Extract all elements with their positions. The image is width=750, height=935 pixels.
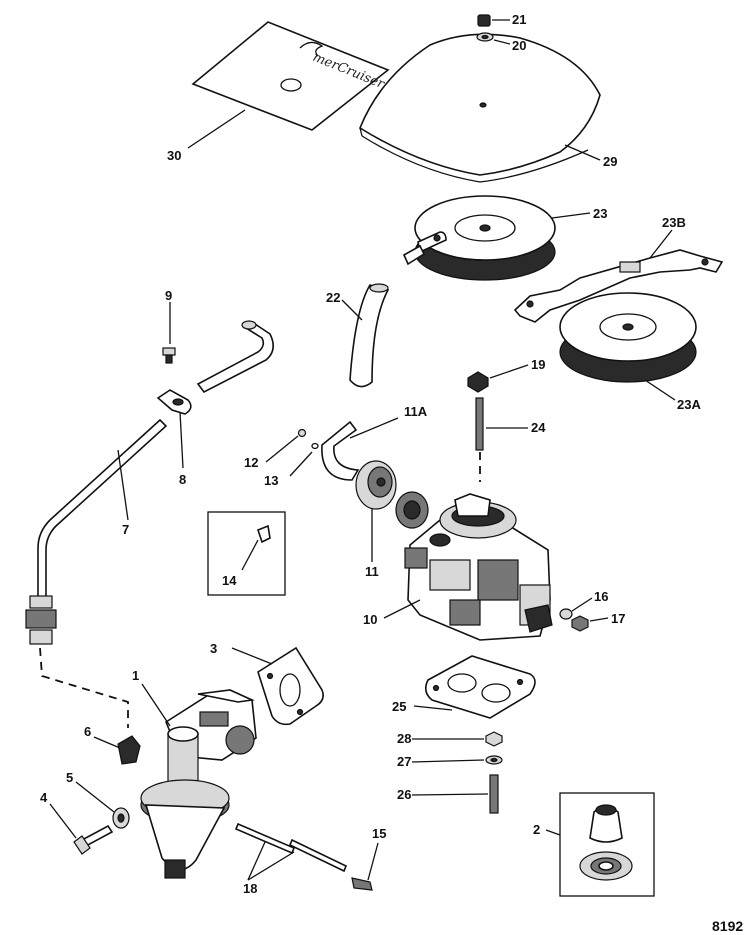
pump-gasket (257, 646, 324, 726)
fuel-line-clamp (156, 389, 192, 415)
callout-11: 11 (365, 564, 379, 579)
callout-8: 8 (179, 472, 186, 487)
fuel-inlet-fitting (117, 735, 141, 765)
pump-bolt (73, 824, 114, 855)
vent-hose (349, 283, 390, 388)
callout-18: 18 (243, 881, 257, 896)
callout-26: 26 (397, 787, 411, 802)
pushrods (234, 822, 348, 873)
callout-25: 25 (392, 699, 406, 714)
carburetor (395, 491, 553, 641)
callout-29: 29 (603, 154, 617, 169)
callout-30: 30 (167, 148, 181, 163)
callout-23b: 23B (662, 215, 686, 230)
callout-7: 7 (122, 522, 129, 537)
stud-nut (467, 371, 489, 393)
lockwasher (311, 442, 319, 450)
mounting-bracket (513, 249, 724, 323)
base-stud (489, 774, 499, 814)
screw (297, 428, 307, 438)
callout-19: 19 (531, 357, 545, 372)
callout-24: 24 (531, 420, 546, 435)
choke-housing (355, 460, 397, 510)
wing-nut (477, 14, 491, 27)
callout-14: 14 (222, 573, 237, 588)
callout-3: 3 (210, 641, 217, 656)
decal-sheet: merCruiser (191, 21, 390, 131)
fuel-line (25, 418, 168, 645)
air-cleaner-assembly-alt (559, 292, 697, 383)
air-cleaner-assembly (402, 195, 556, 281)
inset-box (207, 511, 286, 596)
callout-20: 20 (512, 38, 526, 53)
carburetor-stud (475, 397, 484, 451)
figure-number: 8192 (712, 918, 743, 934)
choke-bracket (321, 420, 360, 481)
callout-1: 1 (132, 668, 139, 683)
carburetor-gasket (424, 655, 536, 719)
callout-9: 9 (165, 288, 172, 303)
callout-11a: 11A (404, 404, 428, 419)
callout-22: 22 (326, 290, 340, 305)
throttle-nut (571, 615, 589, 632)
callout-28: 28 (397, 731, 411, 746)
callout-21: 21 (512, 12, 526, 27)
callout-23a: 23A (677, 397, 701, 412)
callout-4: 4 (40, 790, 48, 805)
callout-27: 27 (397, 754, 411, 769)
fuel-pump (140, 689, 257, 879)
clamp-screw (162, 347, 176, 364)
callout-6: 6 (84, 724, 91, 739)
callout-17: 17 (611, 611, 625, 626)
callout-12: 12 (244, 455, 258, 470)
base-nut (485, 731, 503, 747)
base-washer (485, 755, 503, 765)
vent-tube (196, 320, 274, 394)
callout-15: 15 (372, 826, 386, 841)
air-cleaner-cover (359, 33, 601, 183)
pump-washer (112, 807, 130, 829)
callout-23: 23 (593, 206, 607, 221)
callout-2: 2 (533, 822, 540, 837)
callout-13: 13 (264, 473, 278, 488)
pipe-plug (351, 877, 373, 891)
callout-5: 5 (66, 770, 73, 785)
throttle-washer (559, 608, 573, 620)
callout-16: 16 (594, 589, 608, 604)
fitting-inset (559, 792, 655, 897)
washer (476, 32, 494, 42)
callout-10: 10 (363, 612, 377, 627)
